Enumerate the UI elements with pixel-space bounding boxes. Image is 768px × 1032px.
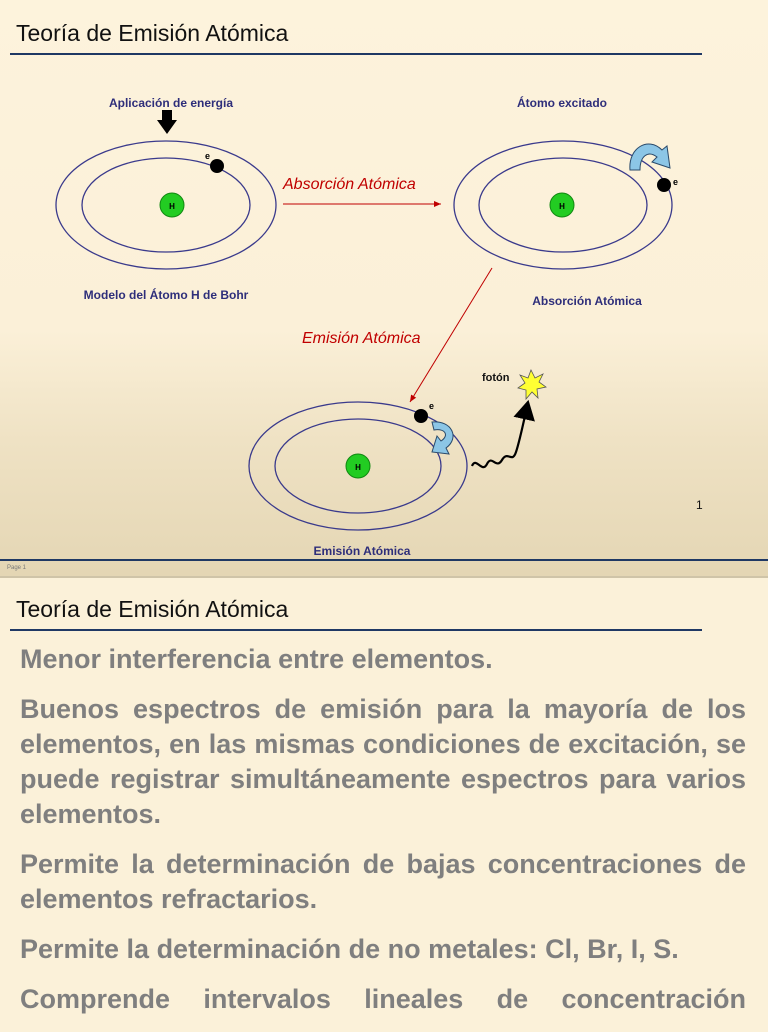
photon-wave (470, 399, 535, 469)
outer-orbit (55, 140, 277, 270)
electron-label: e (673, 177, 678, 187)
slide-2-title: Teoría de Emisión Atómica (16, 596, 289, 622)
slide-1: Teoría de Emisión Atómica H e (0, 0, 768, 576)
excited-label: Átomo excitado (516, 96, 608, 110)
absorption-arrow-label: Absorción Atómica (283, 176, 416, 193)
electron-label: e (429, 401, 434, 411)
excited-atom: H e (453, 140, 678, 270)
excitation-arrow-icon (629, 143, 671, 171)
bullet-item: Comprende intervalos lineales de concent… (20, 984, 746, 1014)
nucleus (159, 192, 185, 218)
footer-rule (0, 559, 768, 561)
nucleus-label: H (559, 202, 565, 211)
inner-orbit (274, 418, 442, 514)
electron (414, 409, 428, 423)
emission-atom: H e (248, 369, 547, 531)
inner-orbit (81, 157, 251, 253)
slide-1-title: Teoría de Emisión Atómica (16, 20, 289, 46)
electron (210, 159, 224, 173)
slide-2: Teoría de Emisión Atómica Menor interfer… (0, 578, 768, 1024)
outer-orbit (248, 401, 468, 531)
bullet-item: Buenos espectros de emisión para la mayo… (20, 694, 746, 829)
emission-caption: Emisión Atómica (313, 544, 411, 558)
electron-label: e (205, 151, 210, 161)
photon-burst-icon (517, 369, 547, 401)
outer-orbit (453, 140, 673, 270)
nucleus-label: H (169, 202, 175, 211)
emission-arrow (409, 267, 493, 403)
energy-label: Aplicación de energía (108, 96, 234, 110)
page-tag: Page 1 (7, 565, 27, 571)
absorption-caption: Absorción Atómica (532, 294, 642, 308)
bullet-item: Permite la determinación de bajas concen… (20, 849, 746, 914)
bohr-atom: H e (55, 110, 277, 270)
bullet-item: Permite la determinación de no metales: … (20, 934, 679, 964)
inner-orbit (478, 157, 648, 253)
relaxation-arrow-icon (431, 421, 454, 455)
electron (657, 178, 671, 192)
bullet-list: Menor interferencia entre elementos. Bue… (20, 642, 746, 1032)
nucleus-label: H (355, 463, 361, 472)
atomic-diagram: H e H e H e (55, 110, 678, 531)
page-number: 1 (696, 498, 703, 512)
bullet-item: Menor interferencia entre elementos. (20, 644, 493, 674)
energy-arrow-icon (157, 110, 177, 134)
slide-divider (0, 576, 768, 578)
nucleus (345, 453, 371, 479)
nucleus (549, 192, 575, 218)
emission-arrow-label: Emisión Atómica (302, 330, 421, 347)
bohr-model-label: Modelo del Átomo H de Bohr (83, 288, 249, 302)
title-rule (10, 53, 702, 55)
photon-label: fotón (482, 372, 510, 384)
title-rule (10, 629, 702, 631)
